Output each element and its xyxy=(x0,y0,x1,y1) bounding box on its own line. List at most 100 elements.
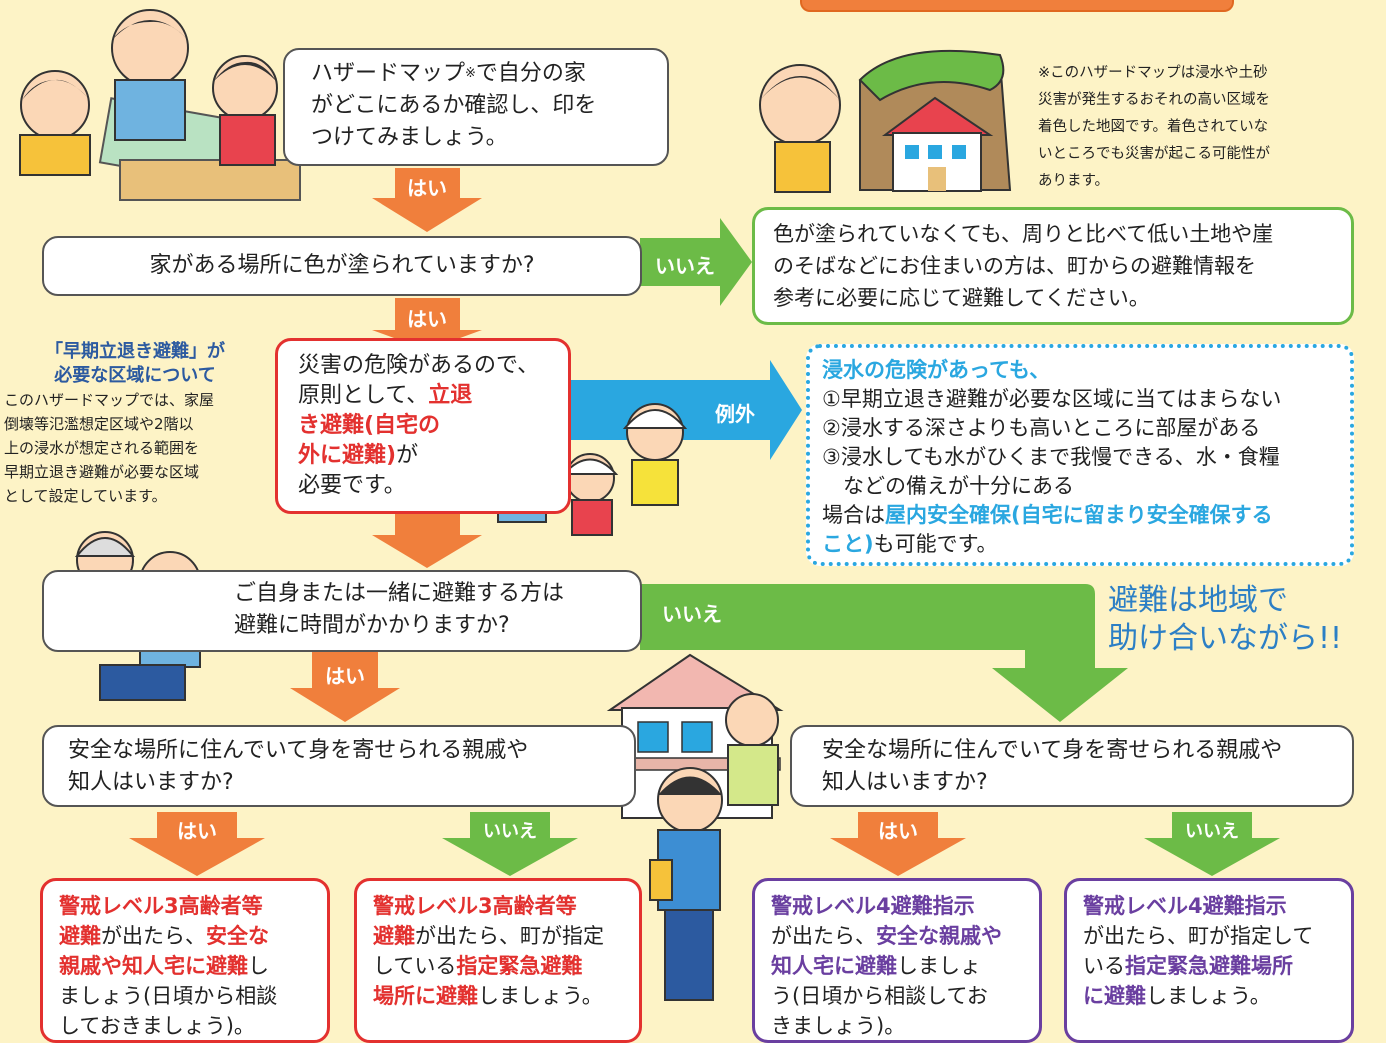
note-line: あります。 xyxy=(1038,173,1110,189)
house-cliff-illustration xyxy=(858,49,1012,192)
result-text: ましょう(日頃から相談 xyxy=(59,984,278,1008)
exception-title: 浸水の危険があっても、 xyxy=(822,358,1051,382)
yes-arrow-4 xyxy=(290,652,400,722)
result-highlight: 警戒レベル4避難指示 xyxy=(1083,894,1287,918)
question-relatives-right: 安全な場所に住んでいて身を寄せられる親戚や 知人はいますか? xyxy=(790,725,1354,807)
danger-line: が xyxy=(396,443,419,468)
question-time-needed: ご自身または一緒に避難する方は 避難に時間がかかりますか? xyxy=(42,570,642,652)
result-text: している xyxy=(373,954,457,978)
yes-arrow-q4 xyxy=(830,812,966,876)
result-level3-shelter: 警戒レベル3高齢者等 避難が出たら、町が指定 している指定緊急避難 場所に避難し… xyxy=(354,878,642,1043)
result-text: し xyxy=(248,954,269,978)
no-label-q1: いいえ xyxy=(655,254,715,278)
house-elder-boy-illustration xyxy=(606,653,784,1001)
side-note-line: 早期立退き避難が必要な区域 xyxy=(4,463,200,481)
no-arrow-q4 xyxy=(1144,812,1280,876)
question-relatives-line: 知人はいますか? xyxy=(68,770,234,795)
result-text: しておきましょう)。 xyxy=(59,1014,255,1038)
note-line: 着色した地図です。着色されていな xyxy=(1038,119,1269,135)
danger-line: 必要です。 xyxy=(298,473,406,498)
side-note-line: 倒壊等氾濫想定区域や2階以 xyxy=(4,415,194,433)
yes-label-q2: はい xyxy=(325,664,365,688)
question-color-area: 家がある場所に色が塗られていますか? xyxy=(42,236,642,296)
yes-label-1: はい xyxy=(407,176,447,200)
yes-arrow-2 xyxy=(372,298,482,350)
exception-item: などの備えが十分にある xyxy=(822,474,1074,498)
exception-line: も可能です。 xyxy=(873,532,998,556)
slogan-line: 避難は地域で xyxy=(1108,583,1288,618)
question-relatives-line: 安全な場所に住んでいて身を寄せられる親戚や xyxy=(822,738,1283,763)
note-line: 災害が発生するおそれの高い区域を xyxy=(1038,92,1270,108)
danger-line: 災害の危険があるので、 xyxy=(298,353,540,378)
result-text: う(日頃から相談してお xyxy=(771,984,988,1008)
result-highlight: 安全な xyxy=(206,924,269,948)
exception-box: 浸水の危険があっても、 ①早期立退き避難が必要な区域に当てはまらない ②浸水する… xyxy=(806,344,1354,566)
early-evacuation-note: 「早期立退き避難」が 必要な区域について このハザードマップでは、家屋 倒壊等氾… xyxy=(4,340,266,508)
result-text: きましょう)。 xyxy=(771,1014,906,1038)
question-color-area-text: 家がある場所に色が塗られていますか? xyxy=(149,253,535,278)
result-highlight: に避難 xyxy=(1083,984,1146,1008)
result-highlight: 避難 xyxy=(59,924,101,948)
result-highlight: 指定緊急避難 xyxy=(456,954,583,978)
result-text: しましょ xyxy=(897,954,981,978)
result-text: が出たら、町が指定 xyxy=(415,924,604,948)
exception-item: ②浸水する深さよりも高いところに部屋がある xyxy=(822,416,1261,440)
result-highlight: 警戒レベル4避難指示 xyxy=(771,894,975,918)
yes-label-2: はい xyxy=(407,307,447,331)
step-check-hazard-map: ハザードマップ※で自分の家 がどこにあるか確認し、印を つけてみましょう。 xyxy=(283,48,669,166)
hazard-map-note: ※このハザードマップは浸水や土砂 災害が発生するおそれの高い区域を 着色した地図… xyxy=(1038,60,1378,195)
exception-highlight: 屋内安全確保(自宅に留まり安全確保する xyxy=(885,503,1273,527)
side-note-line: 上の浸水が想定される範囲を xyxy=(4,439,200,457)
slogan: 避難は地域で 助け合いながら!! xyxy=(1108,582,1342,658)
danger-evacuate-box: 災害の危険があるので、 原則として、立退 き避難(自宅の 外に避難)が 必要です… xyxy=(275,338,571,514)
note-line: ※このハザードマップは浸水や土砂 xyxy=(1038,65,1268,81)
advice-line: のそばなどにお住まいの方は、町からの避難情報を xyxy=(773,254,1256,278)
step1-line2: がどこにあるか確認し、印を xyxy=(311,93,597,118)
question-relatives-left: 安全な場所に住んでいて身を寄せられる親戚や 知人はいますか? xyxy=(42,725,636,807)
no-arrow-q3 xyxy=(442,812,578,876)
result-highlight: 避難 xyxy=(373,924,415,948)
yes-label-q4: はい xyxy=(878,819,918,843)
side-note-line: このハザードマップでは、家屋 xyxy=(4,391,215,409)
result-highlight: 場所に避難 xyxy=(373,984,478,1008)
exception-item: ③浸水しても水がひくまで我慢できる、水・食糧 xyxy=(822,445,1280,469)
danger-highlight: き避難(自宅の xyxy=(298,413,441,438)
no-label-q4: いいえ xyxy=(1185,821,1239,842)
step1-line1a: ハザードマップ xyxy=(311,61,466,86)
note-line: いところでも災害が起こる可能性が xyxy=(1038,146,1270,162)
advice-line: 参考に必要に応じて避難してください。 xyxy=(773,286,1150,310)
question-relatives-line: 安全な場所に住んでいて身を寄せられる親戚や xyxy=(68,738,529,763)
danger-highlight: 立退 xyxy=(428,383,473,408)
step1-line1b: で自分の家 xyxy=(475,61,586,86)
result-text: いる xyxy=(1083,954,1125,978)
no-arrow-q1 xyxy=(640,218,752,306)
danger-highlight: 外に避難) xyxy=(298,443,397,468)
result-text: しましょう。 xyxy=(1146,984,1271,1008)
result-text: が出たら、町が指定して xyxy=(1083,924,1314,948)
result-highlight: 知人宅に避難 xyxy=(771,954,897,978)
yes-arrow-1 xyxy=(372,168,482,232)
result-highlight: 警戒レベル3高齢者等 xyxy=(373,894,577,918)
advice-line: 色が塗られていなくても、周りと比べて低い土地や崖 xyxy=(773,222,1274,246)
danger-line: 原則として、 xyxy=(298,383,429,408)
result-text: が出たら、 xyxy=(771,924,876,948)
no-label-q3: いいえ xyxy=(483,821,537,842)
result-text: が出たら、 xyxy=(101,924,206,948)
exception-item: ①早期立退き避難が必要な区域に当てはまらない xyxy=(822,387,1282,411)
no-label-q2: いいえ xyxy=(662,602,722,626)
side-note-title: 必要な区域について xyxy=(54,365,216,386)
girl-worried-illustration xyxy=(759,64,841,193)
question-time-line: 避難に時間がかかりますか? xyxy=(234,613,510,638)
top-banner-fragment xyxy=(800,0,1234,12)
result-level4-shelter: 警戒レベル4避難指示 が出たら、町が指定して いる指定緊急避難場所 に避難しまし… xyxy=(1064,878,1354,1043)
result-text: しましょう。 xyxy=(478,984,603,1008)
no-arrow-q2 xyxy=(640,584,1128,722)
result-highlight: 指定緊急避難場所 xyxy=(1125,954,1293,978)
question-relatives-line: 知人はいますか? xyxy=(822,770,988,795)
slogan-line: 助け合いながら!! xyxy=(1108,621,1343,656)
question-time-line: ご自身または一緒に避難する方は xyxy=(234,581,565,606)
step1-line3: つけてみましょう。 xyxy=(311,125,508,150)
no-color-advice-box: 色が塗られていなくても、周りと比べて低い土地や崖 のそばなどにお住まいの方は、町… xyxy=(752,207,1354,325)
result-level3-relatives: 警戒レベル3高齢者等 避難が出たら、安全な 親戚や知人宅に避難し ましょう(日頃… xyxy=(40,878,330,1043)
result-highlight: 親戚や知人宅に避難 xyxy=(59,954,248,978)
